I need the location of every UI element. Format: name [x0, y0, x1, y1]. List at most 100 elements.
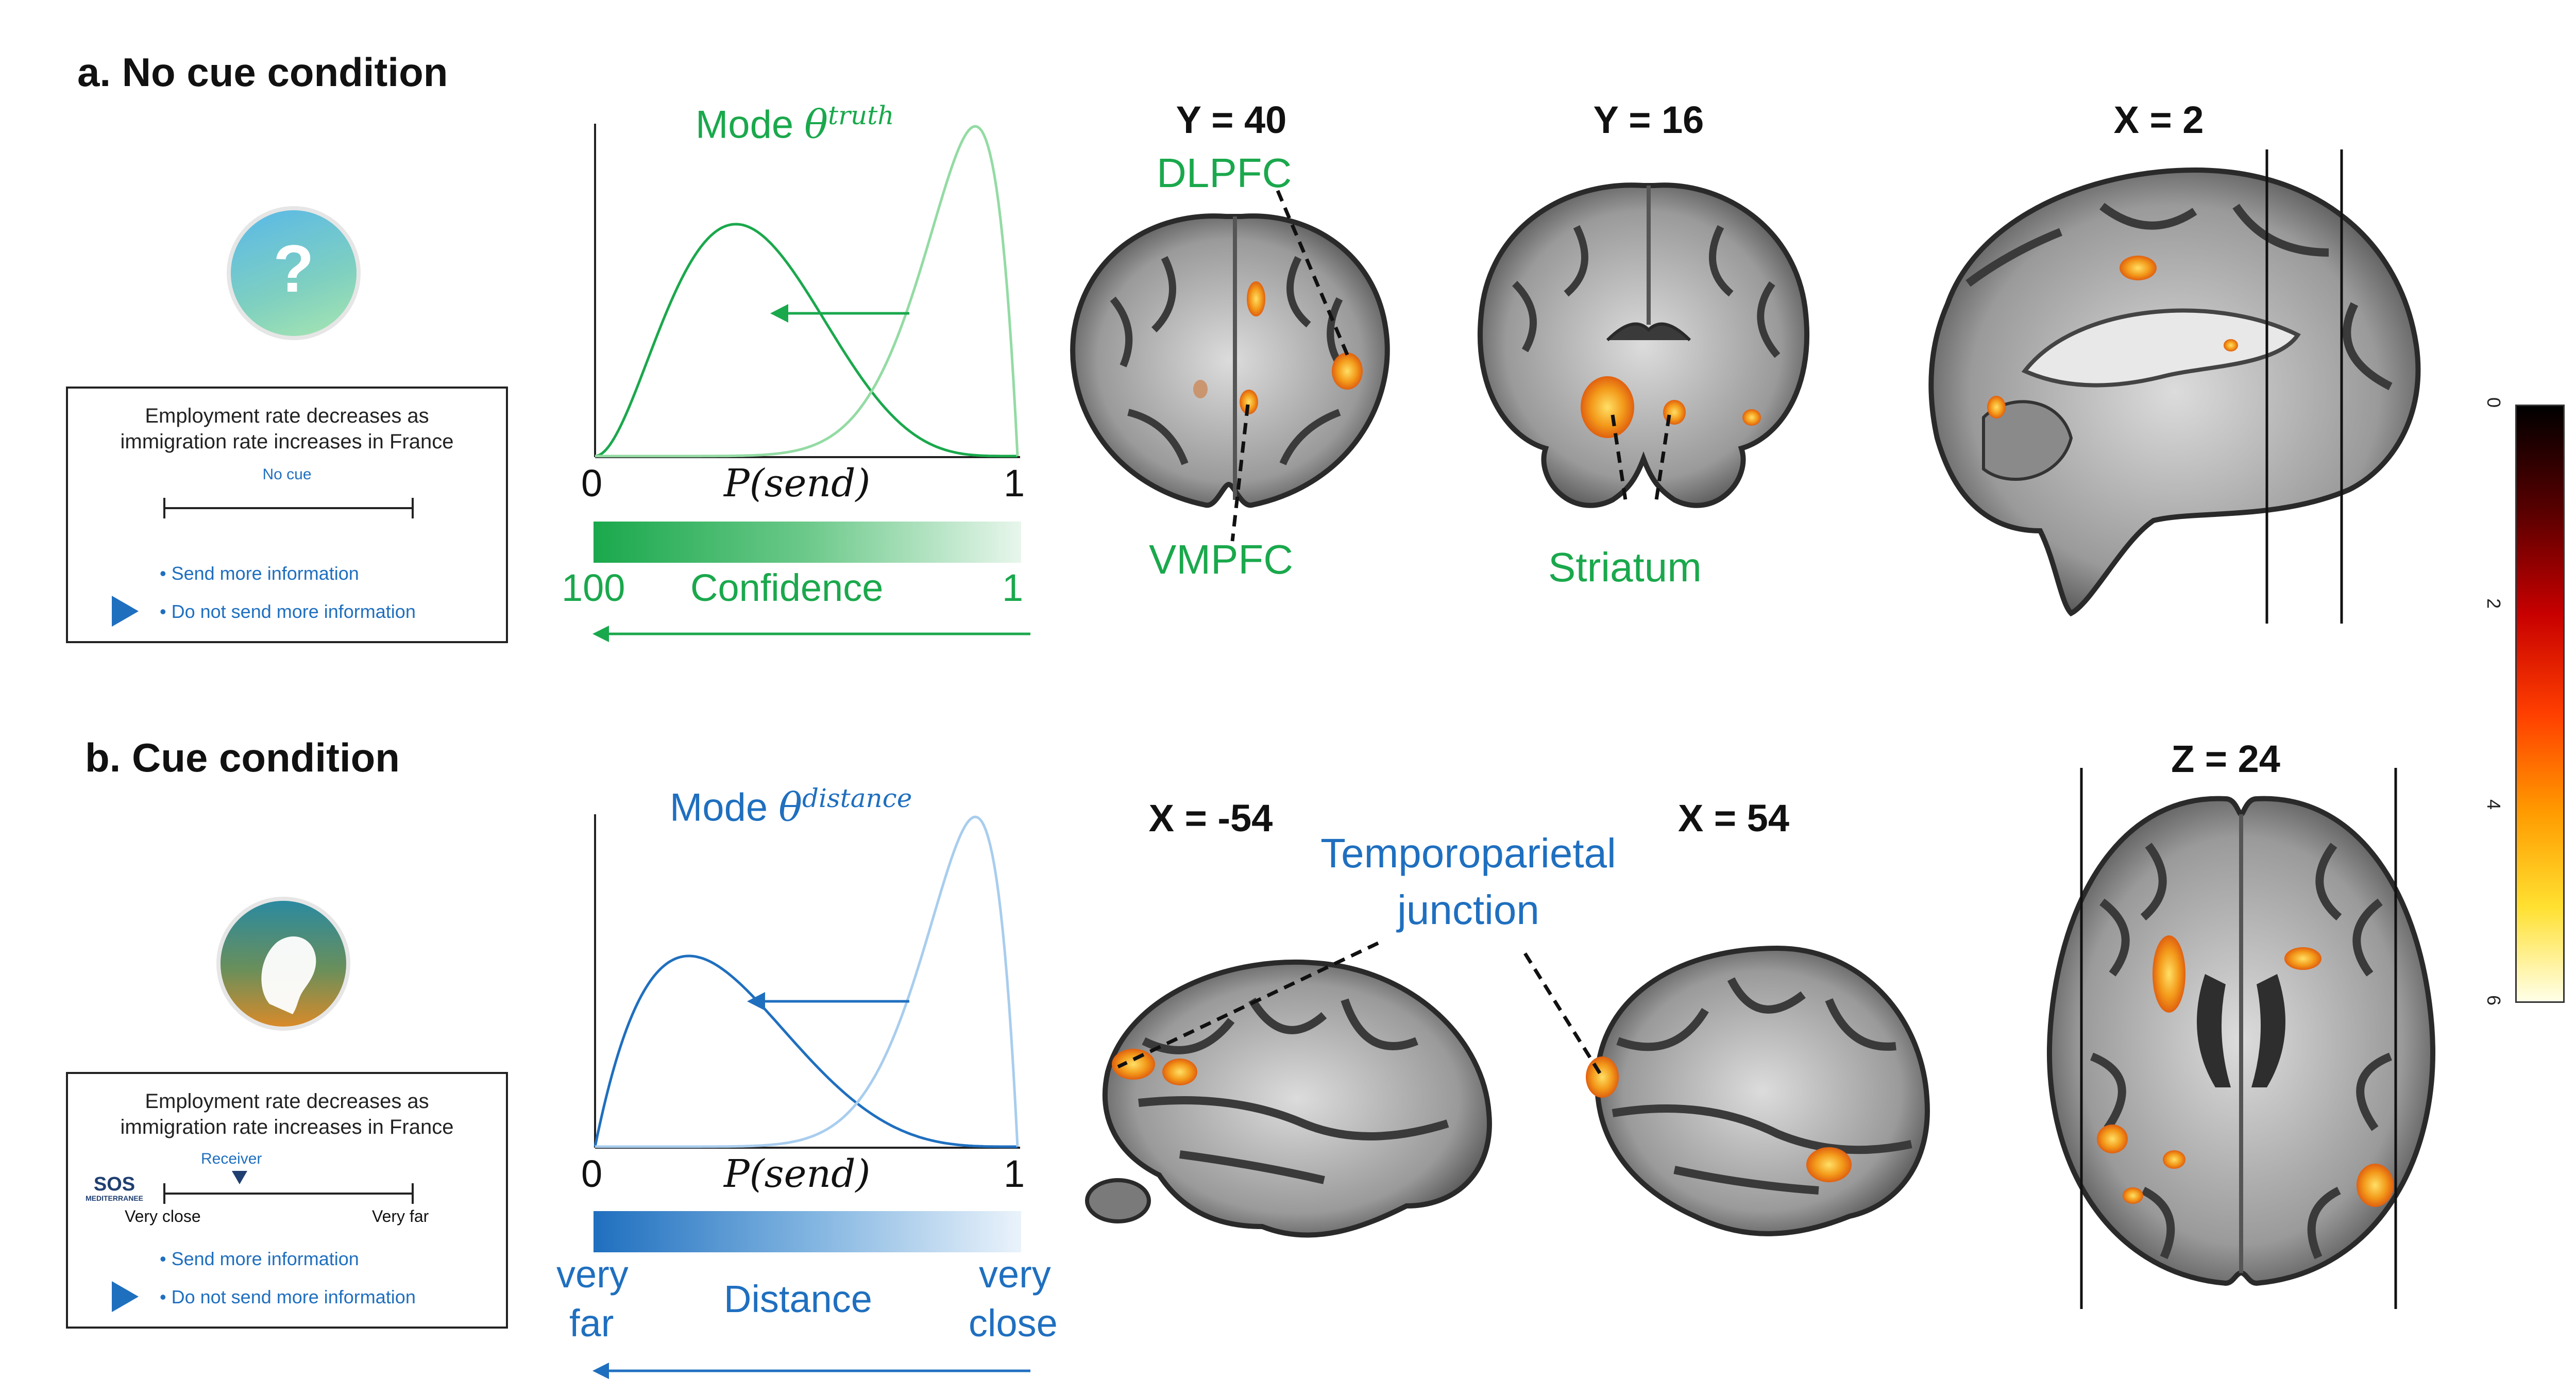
panel-a-title: a. No cue condition — [77, 49, 448, 95]
statement-line2: immigration rate increases in France — [120, 1116, 454, 1138]
activation-blob — [2120, 256, 2157, 280]
task-screen-a: Employment rate decreases as immigration… — [66, 387, 508, 643]
receiver-marker-icon — [232, 1171, 247, 1184]
slice-label-xm54: X = -54 — [1148, 797, 1273, 840]
distance-curve — [595, 815, 1019, 1148]
receiver-avatar-icon — [216, 897, 350, 1031]
tpj-pointers — [1117, 941, 1604, 1078]
striatum-pointers — [1611, 414, 1671, 500]
activation-blob — [1193, 380, 1208, 398]
activation-blob — [2153, 935, 2185, 1013]
bar-mid-a: Confidence — [690, 566, 884, 609]
option-send-more[interactable]: • Send more information — [160, 1248, 359, 1269]
bar-left-b2: far — [569, 1302, 614, 1345]
x-max-b: 1 — [1004, 1152, 1025, 1195]
activation-blob — [2224, 339, 2238, 351]
colorbar-tick-2: 2 — [2483, 598, 2505, 609]
colorbar-tick-6: 6 — [2483, 995, 2505, 1006]
axial-slice-z24 — [2046, 768, 2436, 1309]
shifted-curve — [594, 954, 1018, 1148]
bar-right-b1: very — [979, 1253, 1051, 1296]
activation-blob — [1581, 376, 1634, 438]
bar-right-a: 1 — [1002, 566, 1024, 609]
option-send-more[interactable]: • Send more information — [160, 563, 359, 584]
activation-blob — [1742, 409, 1761, 426]
option-do-not-send[interactable]: • Do not send more information — [160, 601, 416, 622]
coronal-slice-y16 — [1477, 182, 1810, 508]
activation-blob — [1240, 390, 1258, 414]
direction-arrow-a — [592, 626, 1030, 642]
panel-b-title: b. Cue condition — [85, 735, 400, 780]
question-icon: ? — [227, 206, 361, 340]
activation-blob — [2123, 1187, 2143, 1204]
activation-blob — [2097, 1125, 2128, 1153]
statement-line1: Employment rate decreases as — [145, 405, 429, 427]
bar-left-b1: very — [556, 1253, 629, 1296]
bar-mid-b: Distance — [724, 1278, 872, 1320]
distance-gradient-bar — [594, 1211, 1021, 1252]
region-tpj-line1: Temporoparietal — [1320, 830, 1616, 876]
selection-arrow-icon — [112, 1281, 139, 1312]
sagittal-slice-x2 — [1928, 149, 2421, 624]
activation-blob — [1112, 1049, 1155, 1080]
slice-label-z24: Z = 24 — [2171, 737, 2280, 780]
activation-blob — [2163, 1150, 2185, 1169]
distribution-plot-a — [594, 124, 1020, 458]
colorbar-tick-0: 0 — [2483, 397, 2505, 408]
scale-right-label: Very far — [372, 1207, 429, 1226]
question-glyph: ? — [273, 231, 314, 306]
shifted-curve — [595, 223, 1018, 458]
x-min-a: 0 — [581, 462, 603, 505]
bar-left-a: 100 — [562, 566, 625, 609]
region-tpj-line2: junction — [1397, 887, 1539, 933]
colorbar-tick-4: 4 — [2483, 799, 2505, 810]
slice-label-x2: X = 2 — [2113, 98, 2204, 141]
scale-tick-left — [163, 1183, 165, 1204]
no-cue-label: No cue — [262, 466, 312, 483]
scale-tick-right — [412, 1183, 414, 1204]
bar-right-b2: close — [969, 1302, 1058, 1345]
receiver-label: Receiver — [201, 1150, 262, 1167]
activation-blob — [1987, 396, 2006, 418]
region-vmpfc: VMPFC — [1149, 536, 1293, 582]
scale-tick-right — [412, 498, 414, 518]
direction-arrow-b — [592, 1363, 1030, 1379]
activation-blob — [1332, 353, 1363, 390]
curve-b-title: Mode θdistance — [670, 783, 912, 830]
selection-arrow-icon — [112, 596, 139, 627]
activation-blob — [1247, 281, 1265, 316]
option-do-not-send[interactable]: • Do not send more information — [160, 1286, 416, 1307]
activation-blob — [1085, 1178, 1151, 1223]
scale-line — [163, 507, 413, 509]
statement-line1: Employment rate decreases as — [145, 1090, 429, 1113]
scale-tick-left — [163, 498, 165, 518]
t-value-colorbar — [2515, 405, 2565, 1003]
region-dlpfc: DLPFC — [1157, 150, 1292, 196]
sos-logo: SOS MEDITERRANEE — [85, 1173, 143, 1202]
sagittal-slice-xm54 — [1085, 960, 1492, 1238]
silhouette-icon — [261, 936, 316, 1014]
x-label-a: P(send) — [724, 461, 871, 506]
scale-line — [163, 1193, 413, 1195]
confidence-gradient-bar — [594, 522, 1021, 563]
statement-line2: immigration rate increases in France — [120, 430, 454, 453]
x-min-b: 0 — [581, 1152, 603, 1195]
sagittal-slice-x54 — [1586, 945, 1930, 1236]
slice-label-y40: Y = 40 — [1176, 98, 1287, 141]
activation-blob — [1806, 1147, 1852, 1182]
curve-a-title: Mode θtruth — [696, 100, 894, 147]
coronal-slice-y40 — [1070, 213, 1390, 508]
slice-label-x54: X = 54 — [1677, 797, 1789, 840]
task-screen-b: Employment rate decreases as immigration… — [66, 1072, 508, 1329]
activation-blob — [2357, 1164, 2394, 1207]
slice-label-y16: Y = 16 — [1593, 98, 1704, 141]
scale-left-label: Very close — [125, 1207, 201, 1226]
shift-arrow-head — [747, 992, 765, 1011]
x-max-a: 1 — [1004, 462, 1025, 505]
region-striatum: Striatum — [1548, 544, 1702, 590]
x-label-b: P(send) — [724, 1152, 871, 1196]
distribution-plot-b — [594, 814, 1020, 1149]
activation-blob — [2284, 947, 2321, 970]
shift-arrow-head — [770, 304, 788, 323]
activation-blob — [1162, 1059, 1197, 1085]
